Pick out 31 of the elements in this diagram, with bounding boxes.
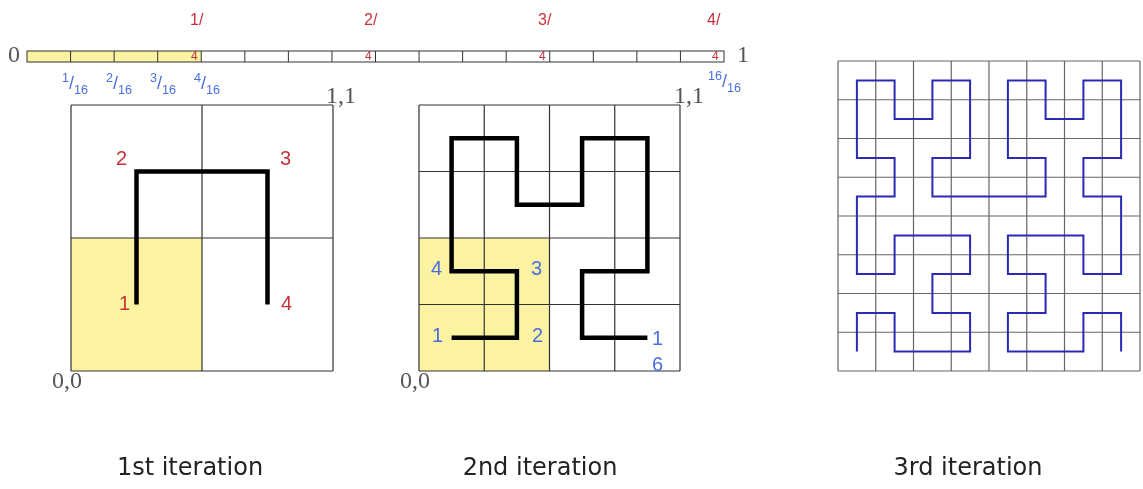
fraction-label: 4/: [707, 12, 721, 28]
fraction-label: 1/: [190, 12, 204, 28]
point-number: 3: [280, 148, 292, 168]
coordinate-label: 0,0: [400, 368, 430, 392]
point-number: 2: [116, 148, 128, 168]
fraction-label: 2/: [364, 12, 378, 28]
fraction-label: 4: [191, 50, 198, 62]
fraction-label: $^{4}$/$_{16}$: [194, 72, 221, 97]
fraction-label: $^{3}$/$_{16}$: [150, 72, 177, 97]
caption: 1st iteration: [115, 455, 265, 479]
caption: 3rd iteration: [892, 455, 1044, 479]
coordinate-label: 1,1: [674, 83, 704, 107]
point-number: 3: [531, 258, 543, 278]
fraction-label: $^{1}$/$_{16}$: [62, 72, 89, 97]
axis-label: 0: [8, 42, 20, 66]
point-number: 4: [431, 258, 443, 278]
point-number: 1: [432, 325, 444, 345]
fraction-label: 4: [365, 50, 372, 62]
fraction-label: 4: [539, 50, 546, 62]
coordinate-label: 1,1: [326, 83, 356, 107]
fraction-label: 4: [712, 50, 719, 62]
coordinate-label: 0,0: [52, 368, 82, 392]
point-number: 16: [652, 326, 664, 377]
caption: 2nd iteration: [461, 455, 619, 479]
fraction-label: $^{2}$/$_{16}$: [106, 72, 133, 97]
fraction-label: 3/: [538, 12, 552, 28]
axis-label: 1: [737, 42, 749, 66]
point-number: 1: [119, 293, 131, 313]
fraction-label: $^{16}$/$_{16}$: [708, 70, 742, 95]
point-number: 2: [532, 325, 544, 345]
point-number: 4: [281, 293, 293, 313]
